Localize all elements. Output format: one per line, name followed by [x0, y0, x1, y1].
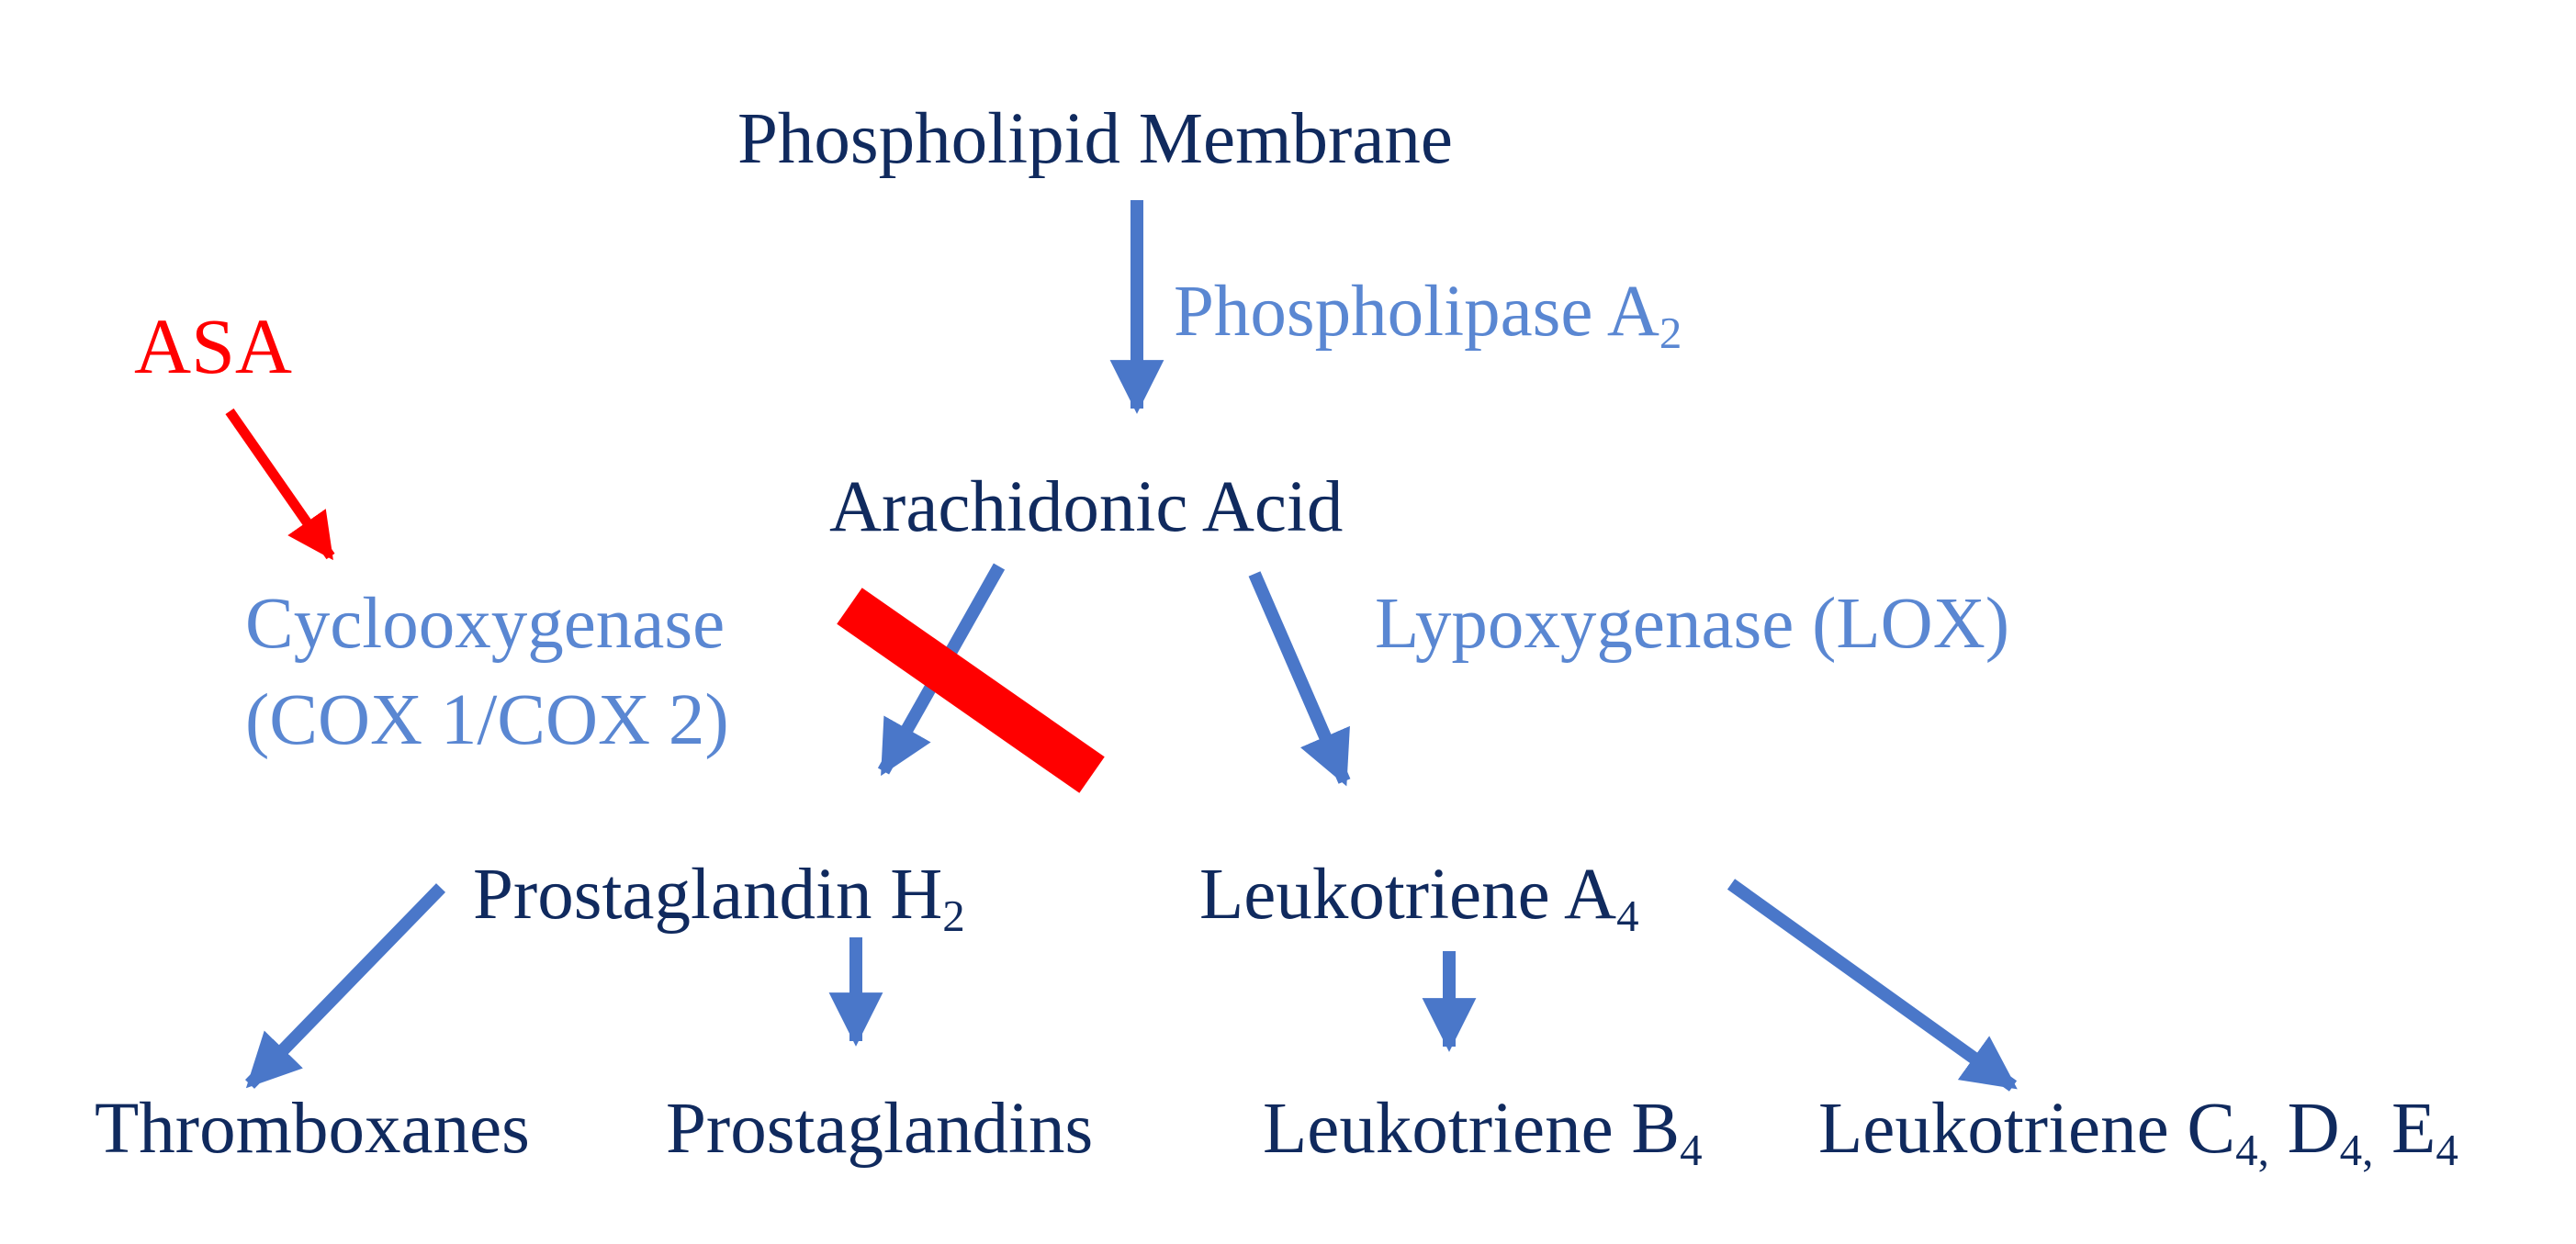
enzyme-phospholipase-a2: Phospholipase A2: [1174, 275, 1682, 355]
arrow-pgh2-to-thromboxanes: [244, 883, 446, 1089]
arrow-lta4-to-ltcde: [1727, 879, 2018, 1092]
arrow-asa-to-cyclooxygenase: [225, 408, 335, 561]
node-prostaglandin-h2: Prostaglandin H2: [473, 858, 965, 938]
node-leukotriene-b4-text: Leukotriene B: [1263, 1089, 1681, 1169]
node-leukotriene-a4: Leukotriene A4: [1199, 858, 1639, 938]
node-prostaglandin-h2-subscript: 2: [942, 890, 965, 941]
enzyme-phospholipase-text: Phospholipase A: [1174, 272, 1659, 352]
node-leukotriene-a4-subscript: 4: [1616, 890, 1639, 941]
enzyme-cyclooxygenase-line1: Cyclooxygenase: [245, 584, 726, 664]
node-leukotriene-b4: Leukotriene B4: [1263, 1093, 1703, 1172]
node-leukotriene-b4-subscript: 4: [1680, 1124, 1703, 1175]
inhibition-block-bar: [837, 588, 1105, 793]
node-leukotriene-e-text: E: [2373, 1089, 2436, 1169]
node-leukotriene-c-text: Leukotriene C: [1818, 1089, 2236, 1169]
node-thromboxanes: Thromboxanes: [95, 1089, 530, 1169]
node-leukotriene-e-subscript: 4: [2435, 1124, 2458, 1175]
node-leukotriene-c-subscript: 4,: [2235, 1124, 2269, 1175]
arrow-arachidonic-to-leukotriene-a4: [1248, 571, 1351, 787]
node-leukotriene-d-text: D: [2268, 1089, 2340, 1169]
enzyme-cyclooxygenase-line2: (COX 1/COX 2): [245, 680, 729, 760]
node-leukotriene-c4-d4-e4: Leukotriene C4, D4, E4: [1818, 1093, 2458, 1172]
node-leukotriene-a4-text: Leukotriene A: [1199, 855, 1617, 935]
enzyme-lipoxygenase: Lypoxygenase (LOX): [1375, 584, 2010, 664]
inhibitor-asa-label: ASA: [134, 302, 293, 390]
node-leukotriene-d-subscript: 4,: [2339, 1124, 2374, 1175]
node-prostaglandins: Prostaglandins: [666, 1089, 1094, 1169]
enzyme-phospholipase-subscript: 2: [1659, 307, 1682, 358]
node-arachidonic-acid: Arachidonic Acid: [829, 467, 1344, 547]
node-phospholipid-membrane: Phospholipid Membrane: [737, 99, 1453, 179]
node-prostaglandin-h2-text: Prostaglandin H: [473, 855, 943, 935]
